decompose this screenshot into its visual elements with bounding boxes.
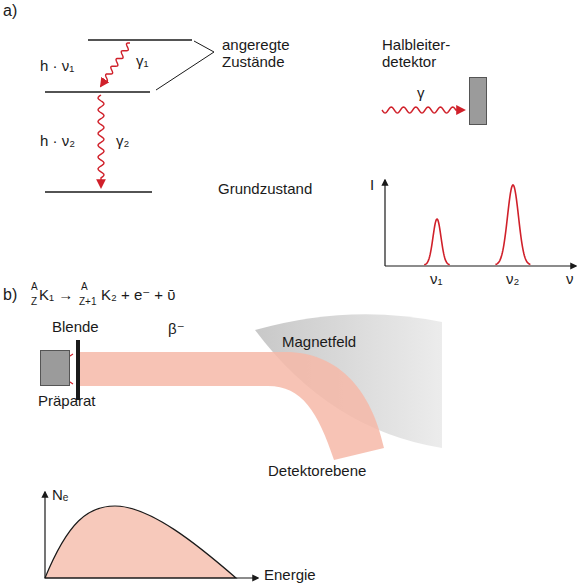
equation-term: K₁ → bbox=[39, 286, 73, 303]
gamma-ray bbox=[98, 95, 104, 187]
beta-spectrum bbox=[45, 506, 236, 578]
part-letter: b) bbox=[3, 286, 17, 304]
gamma-label: γ₂ bbox=[116, 132, 129, 149]
gamma-ray bbox=[101, 43, 130, 86]
spectrum-peak bbox=[495, 185, 530, 265]
state-label: angeregte Zustände bbox=[222, 36, 304, 71]
spectrum-axes bbox=[385, 180, 576, 266]
beta-beam bbox=[80, 352, 384, 460]
gamma-label: γ bbox=[417, 84, 425, 101]
spectrum-peak bbox=[424, 219, 450, 265]
photon-energy: h · ν₂ bbox=[40, 132, 75, 149]
particle-label: β⁻ bbox=[168, 320, 185, 337]
atomic-number: Z+1 bbox=[79, 296, 97, 308]
mass-number: A bbox=[31, 281, 38, 293]
housing bbox=[469, 77, 487, 125]
part-letter: a) bbox=[3, 2, 17, 20]
node-label: Präparat bbox=[38, 392, 118, 409]
mass-number: A bbox=[81, 281, 88, 293]
atomic-number: Z bbox=[31, 296, 37, 308]
part-label: Detektorebene bbox=[268, 462, 366, 479]
gamma-label: γ₁ bbox=[136, 52, 149, 69]
node-label: Halbleiter- detektor bbox=[382, 36, 470, 71]
detector: Halbleiter- detektor bbox=[382, 36, 494, 125]
axis-tick: ν₂ bbox=[506, 270, 519, 287]
state-label: Grundzustand bbox=[218, 180, 312, 197]
axis-label: ν bbox=[566, 270, 574, 287]
photon-energy: h · ν₁ bbox=[40, 57, 74, 74]
axis-tick: ν₁ bbox=[430, 270, 443, 287]
axis-label: Energie bbox=[264, 566, 316, 583]
beta-axes bbox=[45, 492, 258, 578]
gamma-ray bbox=[382, 107, 464, 113]
axis-label: Nₑ bbox=[52, 486, 68, 503]
equation-term: K₂ + e⁻ + ῡ bbox=[101, 286, 175, 303]
part-label: Blende bbox=[52, 318, 99, 335]
axis-label: I bbox=[370, 176, 374, 193]
housing bbox=[40, 350, 70, 386]
bracket bbox=[156, 41, 214, 90]
sample: Präparat bbox=[38, 350, 118, 409]
spectrum-peaks bbox=[424, 185, 530, 265]
part-label: Magnetfeld bbox=[282, 333, 356, 350]
aperture bbox=[76, 340, 80, 400]
